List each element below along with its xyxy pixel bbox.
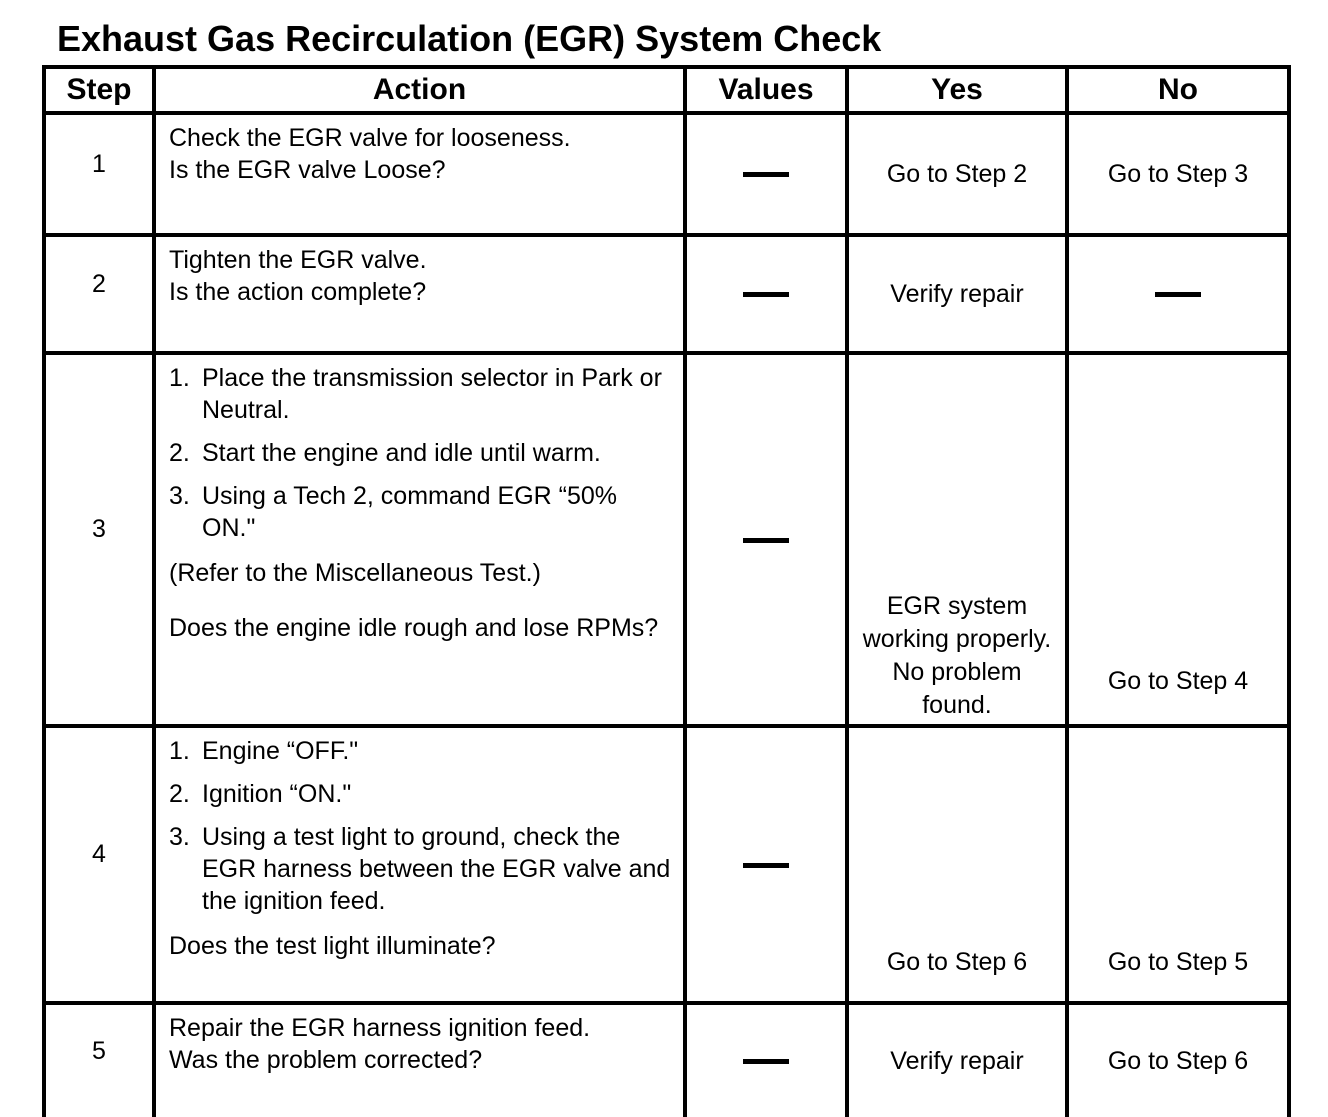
column-header-no: No xyxy=(1065,65,1291,115)
action-cell: Tighten the EGR valve. Is the action comp… xyxy=(152,233,687,355)
yes-cell: Go to Step 2 xyxy=(845,111,1069,237)
list-number: 3. xyxy=(169,823,190,851)
table-row: 4 1. Engine “OFF." 2. Ignition “ON." 3. Using… xyxy=(42,724,1291,1005)
action-text: Does the engine idle rough and lose RPMs… xyxy=(169,614,659,642)
action-cell: Check the EGR valve for looseness. Is the… xyxy=(152,111,687,237)
values-cell xyxy=(683,724,849,1005)
table-row: 3 1. Place the transmission selector in P… xyxy=(42,351,1291,728)
dash xyxy=(743,1059,789,1065)
list-number: 1. xyxy=(169,737,190,765)
column-header-yes: Yes xyxy=(845,65,1069,115)
dash xyxy=(743,292,789,298)
table-row: 1 Check the EGR valve for looseness. Is t… xyxy=(42,111,1291,237)
action-text: Is the action complete? xyxy=(169,278,427,306)
values-cell xyxy=(683,1001,849,1117)
table-row: 2 Tighten the EGR valve. Is the action co… xyxy=(42,233,1291,355)
action-text: Repair the EGR harness ignition feed. xyxy=(169,1014,591,1042)
no-cell xyxy=(1065,233,1291,355)
column-header-action: Action xyxy=(152,65,687,115)
action-list-item: 1. Engine “OFF." xyxy=(169,735,673,767)
column-header-step: Step xyxy=(42,65,156,115)
list-text: Place the transmission selector in Park … xyxy=(202,364,662,424)
action-text: Does the test light illuminate? xyxy=(169,932,496,960)
list-text: Engine “OFF." xyxy=(202,737,359,765)
no-cell: Go to Step 6 xyxy=(1065,1001,1291,1117)
values-cell xyxy=(683,351,849,728)
dash xyxy=(1155,292,1201,298)
action-cell: Repair the EGR harness ignition feed. Was… xyxy=(152,1001,687,1117)
dash xyxy=(743,537,789,543)
no-cell: Go to Step 3 xyxy=(1065,111,1291,237)
list-number: 2. xyxy=(169,439,190,467)
action-list-item: 3. Using a Tech 2, command EGR “50% ON." xyxy=(169,480,673,544)
dash xyxy=(743,172,789,178)
no-cell: Go to Step 5 xyxy=(1065,724,1291,1005)
values-cell xyxy=(683,111,849,237)
list-number: 3. xyxy=(169,482,190,510)
step-cell: 5 xyxy=(42,1001,156,1117)
yes-cell: Verify repair xyxy=(845,233,1069,355)
list-number: 2. xyxy=(169,780,190,808)
yes-cell: Verify repair xyxy=(845,1001,1069,1117)
action-list-item: 3. Using a test light to ground, check th… xyxy=(169,821,673,917)
column-header-values: Values xyxy=(683,65,849,115)
list-number: 1. xyxy=(169,364,190,392)
action-text: Is the EGR valve Loose? xyxy=(169,156,446,184)
dash xyxy=(743,862,789,868)
list-text: Using a Tech 2, command EGR “50% ON." xyxy=(202,482,618,542)
action-text: Was the problem corrected? xyxy=(169,1046,483,1074)
table-row: 5 Repair the EGR harness ignition feed. W… xyxy=(42,1001,1291,1117)
step-cell: 1 xyxy=(42,111,156,237)
egr-system-check-table: Step Action Values Yes No 1 Check the EG… xyxy=(42,65,1291,1117)
yes-cell: Go to Step 6 xyxy=(845,724,1069,1005)
action-list-item: 2. Ignition “ON." xyxy=(169,778,673,810)
step-cell: 2 xyxy=(42,233,156,355)
header-row: Step Action Values Yes No xyxy=(42,65,1291,115)
action-cell: 1. Engine “OFF." 2. Ignition “ON." 3. Using a… xyxy=(152,724,687,1005)
action-text: (Refer to the Miscellaneous Test.) xyxy=(169,559,541,587)
step-cell: 4 xyxy=(42,724,156,1005)
page-title: Exhaust Gas Recirculation (EGR) System C… xyxy=(57,18,882,59)
list-text: Start the engine and idle until warm. xyxy=(202,439,601,467)
action-cell: 1. Place the transmission selector in Par… xyxy=(152,351,687,728)
no-cell: Go to Step 4 xyxy=(1065,351,1291,728)
list-text: Using a test light to ground, check the … xyxy=(202,823,671,915)
step-cell: 3 xyxy=(42,351,156,728)
action-list-item: 1. Place the transmission selector in Par… xyxy=(169,362,673,426)
action-text: Check the EGR valve for looseness. xyxy=(169,124,571,152)
values-cell xyxy=(683,233,849,355)
action-text: Tighten the EGR valve. xyxy=(169,246,427,274)
list-text: Ignition “ON." xyxy=(202,780,352,808)
action-list-item: 2. Start the engine and idle until warm. xyxy=(169,437,673,469)
yes-cell: EGR system working properly. No problem … xyxy=(845,351,1069,728)
